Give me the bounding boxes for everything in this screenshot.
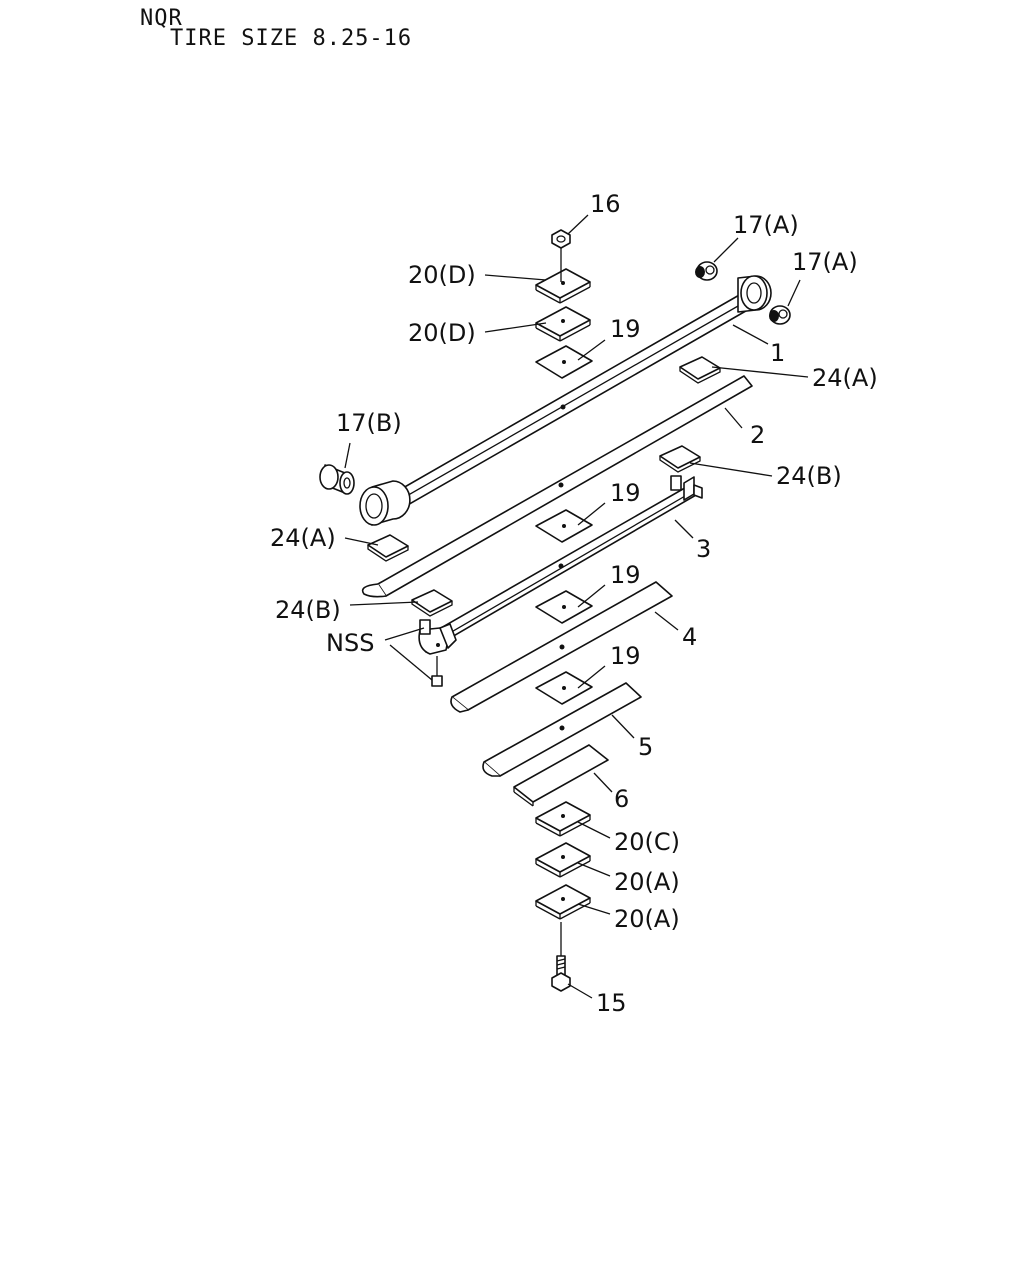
- callout-20c: 20(C): [614, 828, 680, 856]
- callout-24b-right: 24(B): [776, 462, 842, 490]
- leaf-eye-rear: [737, 275, 772, 313]
- callout-2: 2: [750, 421, 765, 449]
- pad-24b-right: [659, 445, 701, 473]
- callout-20a-lower: 20(A): [614, 905, 680, 933]
- spacer-19-2: [535, 509, 593, 543]
- callout-5: 5: [638, 733, 653, 761]
- callout-15: 15: [596, 989, 627, 1017]
- leader-lines: [344, 214, 809, 999]
- tire-size-label: TIRE SIZE 8.25-16: [170, 26, 413, 51]
- callout-1: 1: [770, 339, 785, 367]
- spacer-19-3: [535, 590, 593, 624]
- leaf-2: [361, 375, 753, 598]
- clip-rear: [670, 475, 703, 501]
- leaf-4: [450, 581, 673, 713]
- bushing-17b: [319, 464, 355, 495]
- pad-24a-left: [367, 534, 409, 562]
- plate-20c: [535, 801, 591, 837]
- callout-6: 6: [614, 785, 629, 813]
- callout-16: 16: [590, 190, 621, 218]
- callout-20d-upper: 20(D): [408, 261, 476, 289]
- leaf-eye-front: [359, 480, 411, 526]
- callout-20d-lower: 20(D): [408, 319, 476, 347]
- callout-24b-left: 24(B): [275, 596, 341, 624]
- callout-4: 4: [682, 623, 697, 651]
- callout-17a-right: 17(A): [792, 248, 858, 276]
- plate-20a-upper: [535, 842, 591, 878]
- plate-20d-upper: [535, 268, 591, 304]
- leaf-5: [482, 682, 642, 777]
- callout-19-3: 19: [610, 561, 641, 589]
- model-label: NQR: [140, 6, 183, 31]
- bolt-15: [551, 955, 571, 992]
- callout-17a-top: 17(A): [733, 211, 799, 239]
- pad-24a-right: [679, 356, 721, 384]
- callout-3: 3: [696, 535, 711, 563]
- callout-19-2: 19: [610, 479, 641, 507]
- callout-20a-upper: 20(A): [614, 868, 680, 896]
- callout-17b: 17(B): [336, 409, 402, 437]
- bushing-17a-right: [769, 305, 791, 325]
- leaf-6: [513, 744, 609, 807]
- spacer-19-1: [535, 345, 593, 379]
- callout-nss: NSS: [326, 629, 374, 657]
- nut-16: [551, 229, 571, 249]
- bushing-17a-top: [695, 261, 718, 281]
- plate-20a-lower: [535, 884, 591, 920]
- callout-24a-left: 24(A): [270, 524, 336, 552]
- spacer-19-4: [535, 671, 593, 705]
- plate-20d-lower: [535, 306, 591, 342]
- callout-19-4: 19: [610, 642, 641, 670]
- callout-19-1: 19: [610, 315, 641, 343]
- pad-24b-left: [411, 589, 453, 617]
- callout-24a-right: 24(A): [812, 364, 878, 392]
- clip-front: [418, 619, 457, 655]
- clip-bolt: [431, 656, 443, 687]
- leaf-3: [419, 484, 697, 653]
